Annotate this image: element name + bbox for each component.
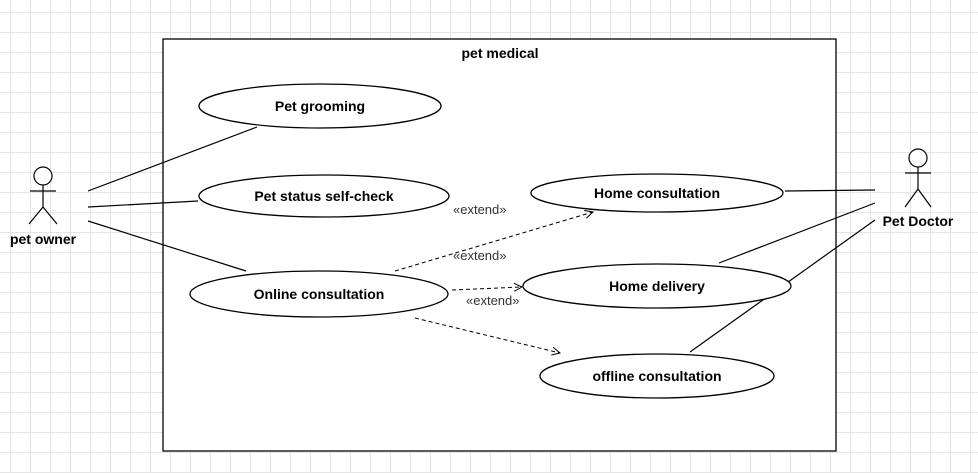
- use-case-offline-consultation[interactable]: offline consultation: [539, 353, 775, 399]
- use-case-home-delivery[interactable]: Home delivery: [522, 263, 792, 309]
- extend-label-offline: «extend»: [466, 293, 520, 308]
- actor-label: pet owner: [10, 231, 77, 247]
- use-case-online-consultation[interactable]: Online consultation: [189, 270, 449, 318]
- use-case-ellipse: [189, 270, 449, 318]
- stick-figure-icon: [904, 148, 932, 208]
- use-case-label: Home consultation: [594, 185, 720, 201]
- actor-label: Pet Doctor: [883, 213, 954, 229]
- use-case-pet-grooming[interactable]: Pet grooming: [198, 83, 442, 129]
- extend-arrow-offline: [414, 317, 560, 353]
- assoc-owner-selfcheck: [87, 200, 199, 208]
- extend-label-delivery: «extend»: [453, 248, 507, 263]
- extend-relations: «extend» «extend» «extend»: [394, 202, 593, 353]
- use-case-home-consultation[interactable]: Home consultation: [530, 173, 784, 213]
- assoc-owner-online: [87, 220, 247, 272]
- use-case-label: offline consultation: [592, 368, 721, 384]
- assoc-owner-grooming: [87, 126, 258, 192]
- use-case-label: Online consultation: [254, 286, 385, 302]
- assoc-doctor-home: [784, 189, 876, 192]
- use-case-ellipse: [198, 174, 450, 218]
- use-case-label: Pet status self-check: [254, 188, 393, 204]
- extend-arrow-delivery: [451, 287, 522, 290]
- use-case-pet-status-self-check[interactable]: Pet status self-check: [198, 174, 450, 218]
- extend-label-home: «extend»: [453, 202, 507, 217]
- stick-figure-icon: [28, 166, 58, 225]
- system-title: pet medical: [461, 45, 538, 61]
- assoc-doctor-delivery: [718, 202, 876, 264]
- use-case-label: Home delivery: [609, 278, 705, 294]
- use-case-ellipse: [522, 263, 792, 309]
- actor-pet-doctor[interactable]: Pet Doctor: [883, 148, 954, 229]
- use-case-ellipse: [198, 83, 442, 129]
- use-case-ellipse: [539, 353, 775, 399]
- actor-pet-owner[interactable]: pet owner: [10, 166, 77, 247]
- use-case-ellipse: [530, 173, 784, 213]
- use-case-label: Pet grooming: [275, 98, 365, 114]
